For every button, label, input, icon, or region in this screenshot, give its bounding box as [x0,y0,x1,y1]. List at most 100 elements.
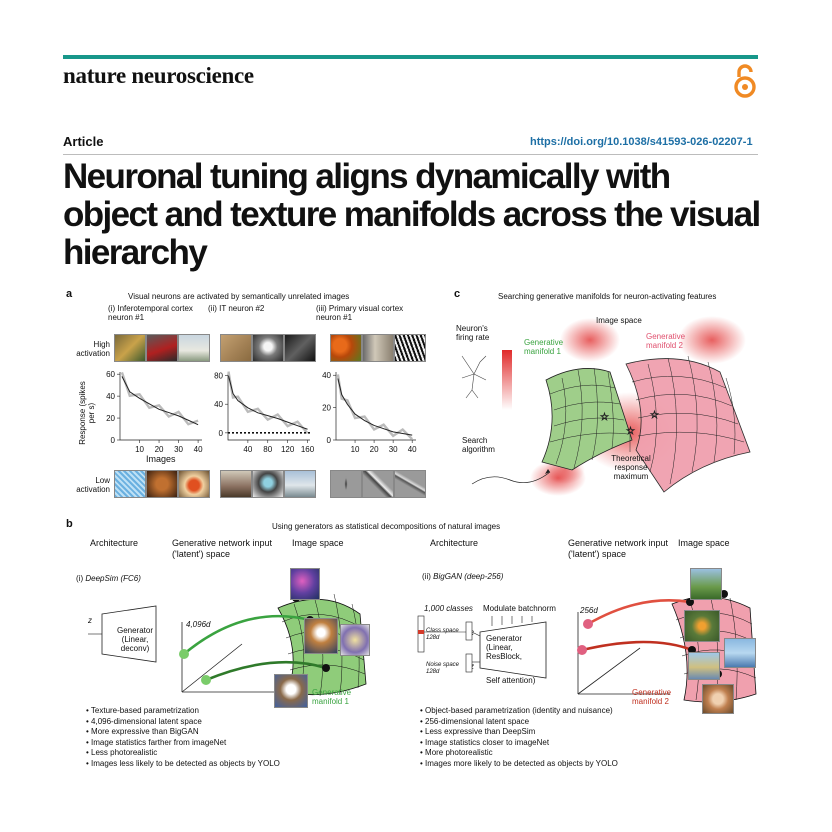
y-tick-label: 60 [106,370,115,379]
manifold-2-caption: Generative manifold 2 [632,688,672,706]
stimulus-image [394,334,426,362]
image-space-label-right: Image space [678,538,730,548]
generated-image [684,610,720,642]
panel-a-title: Visual neurons are activated by semantic… [128,292,350,301]
latent-trajectory [205,660,327,682]
firing-rate-scale [502,350,512,410]
x-tick-label: 120 [281,445,295,454]
panel-a-letter: a [66,288,73,300]
stimulus-image [252,470,284,498]
modulate-label: Modulate batchnorm [483,604,556,613]
response-curve [337,378,413,436]
y-tick-label: 20 [322,404,331,413]
x-tick-label: 40 [408,445,417,454]
star-icon: ☆ [600,412,609,423]
response-curve [121,376,199,426]
neuron-1-label: (i) Inferotemporal cortex neuron #1 [108,304,193,322]
stimulus-image [330,334,362,362]
star-icon: ☆ [626,426,635,437]
stimulus-image [284,334,316,362]
x-axis-label: Images [146,454,176,464]
journal-name: nature neuroscience [63,63,254,88]
x-tick-label: 20 [155,445,164,454]
architecture-label-left: Architecture [90,538,139,548]
panel-b-title: Using generators as statistical decompos… [272,522,501,531]
stimulus-image [220,470,252,498]
generator-block [101,605,157,663]
image-point [686,598,694,606]
generator-label-right: Generator (Linear, ResBlock, [486,634,523,661]
stimulus-image [252,334,284,362]
stimulus-image [178,470,210,498]
low-activation-label: Low activation [76,476,110,494]
generated-image [274,674,308,708]
x-tick-label: 40 [194,445,203,454]
doi-link[interactable]: https://doi.org/10.1038/s41593-026-02207… [530,136,753,148]
x-tick-label: 160 [301,445,315,454]
stimulus-image [114,334,146,362]
generative-manifold-1 [541,367,633,471]
latent-point [179,649,189,659]
latent-dim-left: 4,096d [186,620,211,629]
stimulus-image [114,470,146,498]
y-tick-label: 40 [106,392,115,401]
x-tick-label: 30 [174,445,183,454]
generator-block [479,621,547,679]
x-tick-label: 80 [263,445,272,454]
response-variance [120,372,199,426]
y-tick-label: 0 [111,436,116,445]
open-access-lock-icon [734,64,756,98]
image-point [322,664,330,672]
latent-trajectory [183,614,311,655]
x-tick-label: 30 [389,445,398,454]
y-tick-label: 20 [106,414,115,423]
generated-image [340,624,370,656]
generated-image [724,638,756,668]
generative-manifold-2 [625,355,751,493]
generator-label-left: Generator (Linear, deconv) [116,626,154,653]
search-algorithm-label: Search algorithm [462,436,495,454]
stimulus-image [146,470,178,498]
manifold-diagram: ☆ ☆ ☆ [461,316,751,496]
y-tick-label: 80 [214,372,223,381]
image-point [720,590,728,598]
activation-blob [560,318,620,362]
neuron-icon [461,355,487,399]
stimulus-image [284,470,316,498]
z-label: z [88,616,92,625]
architecture-label-right: Architecture [430,538,479,548]
neuron-3-label: (iii) Primary visual cortex neuron #1 [316,304,404,322]
latent-point [577,645,587,655]
biggan-diagram [417,615,547,679]
manifold-1-caption: Generative manifold 1 [312,688,352,706]
manifold-1-label: Generative manifold 1 [524,338,564,356]
plot-axes [227,372,310,441]
biggan-properties: Object-based parametrization (identity a… [420,706,670,769]
y-tick-label: 0 [327,436,332,445]
y-tick-label: 40 [214,400,223,409]
high-activation-label: High activation [76,340,110,358]
latent-dim-right: 256d [580,606,598,615]
latent-point [201,675,211,685]
generated-image [690,568,722,600]
activation-blob [678,316,746,364]
latent-space-label-left: Generative network input ('latent') spac… [172,538,273,559]
generated-image [688,652,720,680]
latent-axes [181,622,274,693]
y-axis-label: Response (spikes per s) [78,381,96,445]
stimulus-image [362,334,394,362]
panel-c-letter: c [454,288,461,300]
paper-title: Neuronal tuning aligns dynamically with … [63,157,761,272]
panel-c-title: Searching generative manifolds for neuro… [498,292,717,301]
theoretical-max-label: Theoretical response maximum [611,454,651,481]
x-tick-label: 40 [243,445,252,454]
x-tick-label: 10 [135,445,144,454]
response-curve [228,375,308,430]
stimulus-image [178,334,210,362]
y-tick-label: 0 [219,429,224,438]
generated-image [304,618,338,654]
stimulus-image [362,470,394,498]
panel-b-letter: b [66,518,73,530]
generated-image [290,568,320,600]
